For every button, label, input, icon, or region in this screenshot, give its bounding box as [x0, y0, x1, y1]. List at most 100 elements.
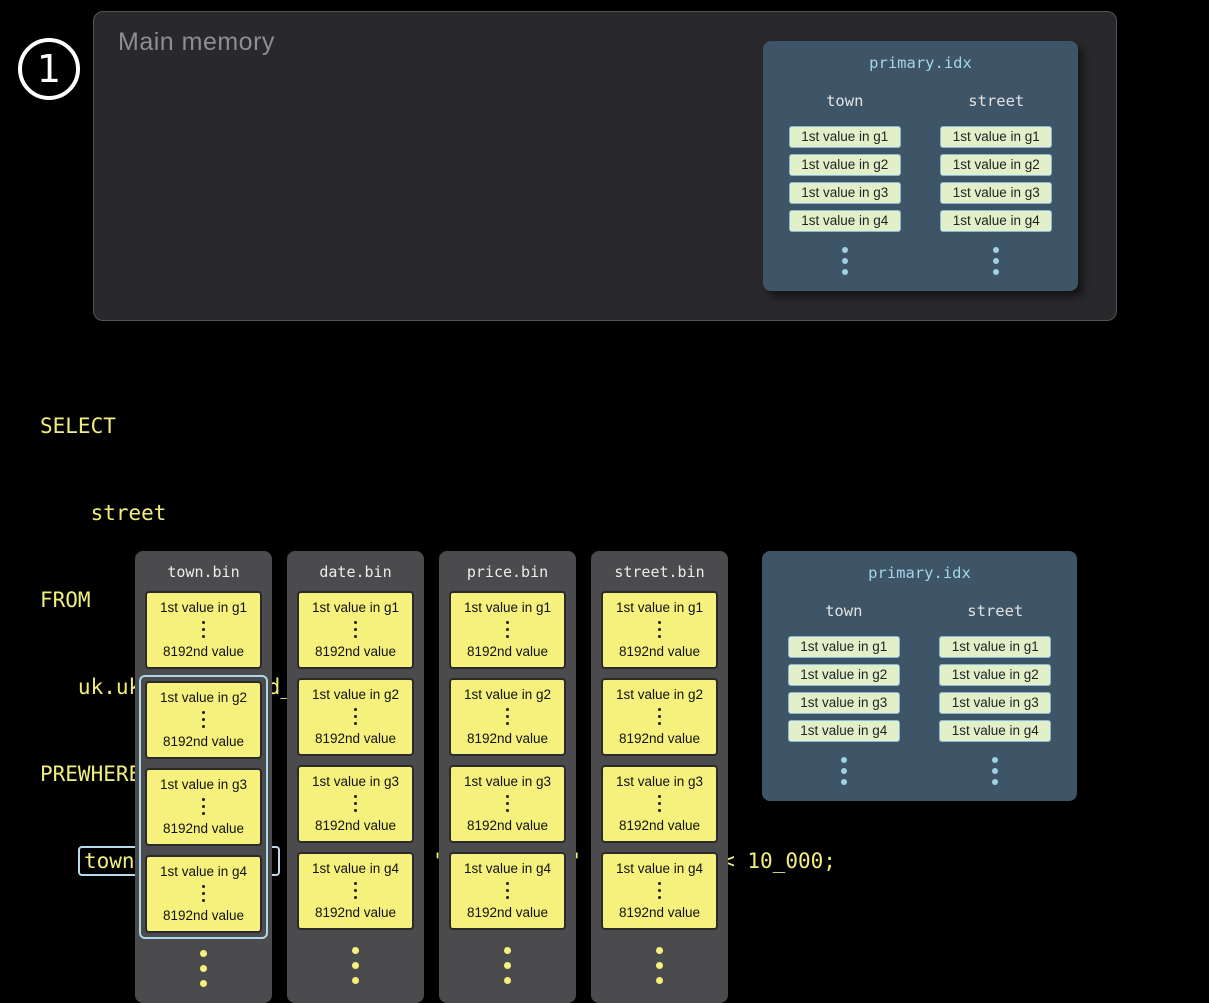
granule-last-value: 8192nd value — [466, 818, 549, 833]
vertical-ellipsis-icon — [202, 711, 205, 728]
primary-idx-title: primary.idx — [868, 564, 971, 582]
granule-block: 1st value in g2 8192nd value — [449, 678, 566, 756]
vertical-ellipsis-icon — [202, 885, 205, 902]
granule-block: 1st value in g3 8192nd value — [145, 768, 262, 846]
step-number: 1 — [36, 47, 62, 91]
index-entry-chip: 1st value in g2 — [788, 154, 901, 176]
sql-line-from: FROM — [40, 588, 91, 612]
index-entry-chip: 1st value in g4 — [939, 720, 1052, 742]
granule-last-value: 8192nd value — [466, 905, 549, 920]
granule-last-value: 8192nd value — [314, 731, 397, 746]
granule-first-value: 1st value in g1 — [615, 600, 704, 615]
index-entry-chip: 1st value in g2 — [787, 664, 900, 686]
granule-block: 1st value in g3 8192nd value — [297, 765, 414, 843]
primary-idx-grid: town 1st value in g1 1st value in g2 1st… — [769, 92, 1072, 275]
sql-line-select: SELECT — [40, 414, 116, 438]
vertical-ellipsis-icon — [656, 947, 663, 984]
index-entry-chip: 1st value in g3 — [940, 182, 1053, 204]
vertical-ellipsis-icon — [506, 882, 509, 899]
bin-column-title: street.bin — [614, 563, 705, 581]
granule-last-value: 8192nd value — [314, 905, 397, 920]
granule-first-value: 1st value in g1 — [159, 600, 248, 615]
main-memory-label: Main memory — [118, 28, 275, 56]
vertical-ellipsis-icon — [506, 795, 509, 812]
vertical-ellipsis-icon — [506, 708, 509, 725]
granule-first-value: 1st value in g2 — [311, 687, 400, 702]
bin-column-street: street.bin 1st value in g1 8192nd value … — [591, 551, 728, 1003]
bin-column-town: town.bin 1st value in g1 8192nd value 1s… — [135, 551, 272, 1003]
granule-last-value: 8192nd value — [162, 734, 245, 749]
granule-block: 1st value in g1 8192nd value — [601, 591, 718, 669]
vertical-ellipsis-icon — [658, 795, 661, 812]
index-entry-chip: 1st value in g4 — [788, 210, 901, 232]
index-entry-chip: 1st value in g3 — [788, 182, 901, 204]
vertical-ellipsis-icon — [352, 947, 359, 984]
granule-last-value: 8192nd value — [466, 731, 549, 746]
granule-last-value: 8192nd value — [314, 644, 397, 659]
granule-first-value: 1st value in g1 — [463, 600, 552, 615]
vertical-ellipsis-icon — [202, 621, 205, 638]
granule-block: 1st value in g4 8192nd value — [145, 855, 262, 933]
index-column-header: town — [826, 92, 864, 110]
vertical-ellipsis-icon — [202, 798, 205, 815]
index-entry-chip: 1st value in g4 — [787, 720, 900, 742]
granule-block: 1st value in g4 8192nd value — [601, 852, 718, 930]
granule-block: 1st value in g1 8192nd value — [449, 591, 566, 669]
granule-last-value: 8192nd value — [618, 644, 701, 659]
index-entry-chip: 1st value in g1 — [787, 636, 900, 658]
granule-first-value: 1st value in g2 — [159, 690, 248, 705]
selected-granules-outline: 1st value in g2 8192nd value 1st value i… — [139, 675, 268, 939]
vertical-ellipsis-icon — [993, 247, 1000, 275]
granule-first-value: 1st value in g1 — [311, 600, 400, 615]
granule-block: 1st value in g4 8192nd value — [449, 852, 566, 930]
vertical-ellipsis-icon — [841, 247, 848, 275]
granule-first-value: 1st value in g2 — [615, 687, 704, 702]
index-column-header: town — [825, 602, 863, 620]
primary-idx-title: primary.idx — [869, 54, 972, 72]
granule-last-value: 8192nd value — [466, 644, 549, 659]
index-entry-chip: 1st value in g3 — [787, 692, 900, 714]
granule-first-value: 1st value in g4 — [463, 861, 552, 876]
index-entry-chip: 1st value in g1 — [788, 126, 901, 148]
vertical-ellipsis-icon — [658, 708, 661, 725]
granule-first-value: 1st value in g3 — [615, 774, 704, 789]
main-memory-panel: Main memory primary.idx town 1st value i… — [93, 11, 1117, 321]
sql-line-prewhere: PREWHERE — [40, 762, 142, 786]
granule-last-value: 8192nd value — [618, 818, 701, 833]
granule-first-value: 1st value in g4 — [311, 861, 400, 876]
granule-first-value: 1st value in g3 — [311, 774, 400, 789]
sql-line-street: street — [40, 501, 167, 525]
index-entry-chip: 1st value in g3 — [939, 692, 1052, 714]
step-badge: 1 — [18, 38, 80, 100]
granule-first-value: 1st value in g3 — [159, 777, 248, 792]
vertical-ellipsis-icon — [354, 708, 357, 725]
granule-block: 1st value in g3 8192nd value — [601, 765, 718, 843]
vertical-ellipsis-icon — [200, 950, 207, 987]
bin-column-price: price.bin 1st value in g1 8192nd value 1… — [439, 551, 576, 1003]
primary-idx-panel-bottom: primary.idx town 1st value in g1 1st val… — [762, 551, 1077, 801]
granule-block: 1st value in g2 8192nd value — [601, 678, 718, 756]
granule-last-value: 8192nd value — [618, 905, 701, 920]
primary-idx-panel-memory: primary.idx town 1st value in g1 1st val… — [763, 41, 1078, 291]
granule-block: 1st value in g1 8192nd value — [145, 591, 262, 669]
granule-first-value: 1st value in g2 — [463, 687, 552, 702]
bin-column-title: town.bin — [167, 563, 240, 581]
granule-block: 1st value in g2 8192nd value — [145, 681, 262, 759]
granule-last-value: 8192nd value — [162, 644, 245, 659]
index-column-street: street 1st value in g1 1st value in g2 1… — [920, 602, 1072, 785]
index-column-street: street 1st value in g1 1st value in g2 1… — [921, 92, 1073, 275]
vertical-ellipsis-icon — [658, 882, 661, 899]
granule-last-value: 8192nd value — [314, 818, 397, 833]
index-entry-chip: 1st value in g2 — [940, 154, 1053, 176]
granule-last-value: 8192nd value — [162, 821, 245, 836]
bin-column-date: date.bin 1st value in g1 8192nd value 1s… — [287, 551, 424, 1003]
vertical-ellipsis-icon — [354, 882, 357, 899]
bin-column-title: price.bin — [466, 563, 549, 581]
vertical-ellipsis-icon — [354, 795, 357, 812]
vertical-ellipsis-icon — [506, 621, 509, 638]
index-entry-chip: 1st value in g2 — [939, 664, 1052, 686]
index-column-town: town 1st value in g1 1st value in g2 1st… — [768, 602, 920, 785]
index-entry-chip: 1st value in g1 — [939, 636, 1052, 658]
vertical-ellipsis-icon — [504, 947, 511, 984]
granule-last-value: 8192nd value — [618, 731, 701, 746]
